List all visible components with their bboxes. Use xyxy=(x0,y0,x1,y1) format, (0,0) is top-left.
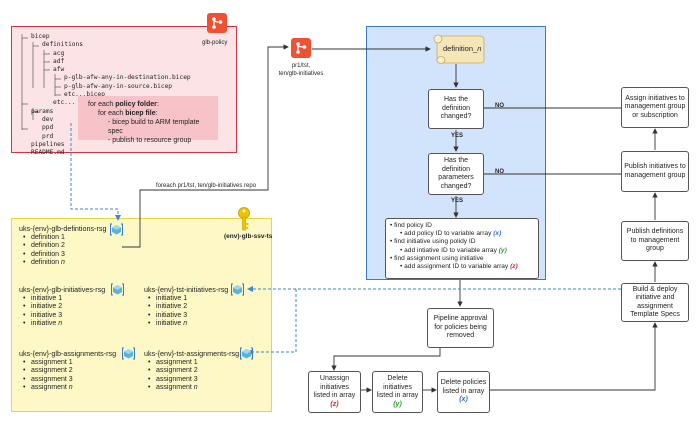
glb-initiatives-rsg: uks-{env}-glb-initiatives-rsg initiative… xyxy=(19,285,129,328)
delete-policies-box: Delete policies listed in array (x) xyxy=(437,371,490,413)
foreach-label: foreach pr1/tst, ten/glb-initiatives rep… xyxy=(156,183,257,189)
repo-build-note: for each policy folder: for each bicep f… xyxy=(78,96,218,144)
tree-item: params xyxy=(31,107,54,115)
tree-item: ppd xyxy=(42,124,54,132)
list-item: initiative 1 xyxy=(23,295,129,304)
resource-group-icon xyxy=(110,223,123,236)
list-item: definition 1 xyxy=(23,234,129,243)
step-item: • add intiative ID to variable array (y) xyxy=(400,246,507,254)
repo-label: glb-policy xyxy=(202,40,228,46)
resource-group-icon xyxy=(240,347,253,360)
step-item: • add assignment ID to variable array (z… xyxy=(400,263,518,271)
delete-initiatives-box: Delete initiatives listed in array (y) xyxy=(372,371,423,413)
list-item: definition 2 xyxy=(23,242,129,251)
list-item: definition n xyxy=(23,259,129,268)
unassign-initiatives-box: Unassign initiatives listed in array (z) xyxy=(308,371,361,413)
tree-item: adf xyxy=(53,57,65,65)
list-item: definition 3 xyxy=(23,251,129,260)
glb-assignments-rsg: uks-{env}-glb-assignments-rsg assignment… xyxy=(19,349,139,392)
rsg-title: uks-{env}-tst-assignments-rsg xyxy=(144,349,240,358)
tree-item: bicep xyxy=(31,33,50,40)
list-item: initiative 2 xyxy=(23,303,129,312)
publish-definitions-box: Publish definitions to management group xyxy=(621,221,689,261)
tst-assignments-rsg: uks-{env}-tst-assignments-rsg assignment… xyxy=(144,349,264,392)
tree-item: definitions xyxy=(42,41,83,49)
publish-initiatives-box: Publish initiatives to management group xyxy=(621,151,689,192)
tree-item: p-glb-afw-any-in-source.bicep xyxy=(64,82,173,90)
definition-label: definition_n xyxy=(443,44,482,53)
tst-initiatives-rsg: uks-{env}-tst-initiatives-rsg initiative… xyxy=(144,285,254,328)
list-item: initiative 1 xyxy=(148,295,254,304)
definition-changed-decision: Has the definition changed? xyxy=(428,89,484,129)
list-item: assignment 1 xyxy=(148,359,264,368)
rsg-title: uks-{env}-tst-initiatives-rsg xyxy=(144,285,229,294)
list-item: initiative n xyxy=(148,320,254,329)
tree-item: etc...bicep xyxy=(64,91,105,99)
list-item: assignment 3 xyxy=(148,376,264,385)
resource-group-icon xyxy=(122,347,135,360)
pipeline-repo-label: pr1/tst, ten/glb-initiatives xyxy=(278,63,324,77)
rsg-title: uks-{env}-glb-assignments-rsg xyxy=(19,349,117,358)
list-item: assignment 3 xyxy=(23,376,139,385)
list-item: initiative 3 xyxy=(148,312,254,321)
step-item: • find initiative using polidy ID xyxy=(390,238,476,246)
git-icon xyxy=(207,13,227,33)
list-item: assignment n xyxy=(23,384,139,393)
list-item: assignment 2 xyxy=(23,367,139,376)
yes-label: YES xyxy=(451,133,464,139)
list-item: assignment 1 xyxy=(23,359,139,368)
build-deploy-box: Build & deploy initiative and assignment… xyxy=(621,283,689,322)
tree-item: p-glb-afw-any-in-destination.bicep xyxy=(64,74,191,82)
keyvault-label: (env)-glb-ssv-ts xyxy=(224,233,273,240)
list-item: assignment 2 xyxy=(148,367,264,376)
rsg-title: uks-{env}-glb-defintions-rsg xyxy=(19,224,107,233)
no-label: NO xyxy=(495,169,504,175)
git-icon xyxy=(291,38,311,58)
tree-item: etc... xyxy=(53,99,76,107)
tree-item: acg xyxy=(53,49,65,57)
list-item: initiative 2 xyxy=(148,303,254,312)
tree-item: dev xyxy=(42,115,54,123)
definition-scroll-icon xyxy=(432,33,486,65)
resource-group-icon xyxy=(231,283,244,296)
no-label: NO xyxy=(495,103,504,109)
step-item: • find policy ID xyxy=(390,222,432,229)
tree-item: README.md xyxy=(31,149,65,157)
list-item: assignment n xyxy=(148,384,264,393)
tree-item: prd xyxy=(42,132,54,140)
tree-item: afw xyxy=(53,66,65,74)
params-changed-decision: Has the definition parameters changed? xyxy=(428,153,484,195)
step-item: • add policy ID to variable array (x) xyxy=(400,230,502,238)
assign-initiatives-box: Assign initiatives to management group o… xyxy=(621,87,689,128)
list-item: initiative 3 xyxy=(23,312,129,321)
key-icon xyxy=(237,206,251,232)
find-ids-steps: • find policy ID • add policy ID to vari… xyxy=(385,218,539,279)
yes-label: YES xyxy=(451,198,464,204)
repo-tree: bicep definitions acg adf afw p-glb-afw-… xyxy=(24,33,224,157)
definitions-rsg: uks-{env}-glb-defintions-rsg definition … xyxy=(19,224,129,267)
step-item: • find assignment using initiative xyxy=(390,254,484,262)
pipeline-approval-box: Pipeline approval for policies being rem… xyxy=(427,308,494,348)
rsg-title: uks-{env}-glb-initiatives-rsg xyxy=(19,285,106,294)
resource-group-icon xyxy=(111,283,124,296)
list-item: initiative n xyxy=(23,320,129,329)
tree-item: pipelines xyxy=(31,140,65,148)
